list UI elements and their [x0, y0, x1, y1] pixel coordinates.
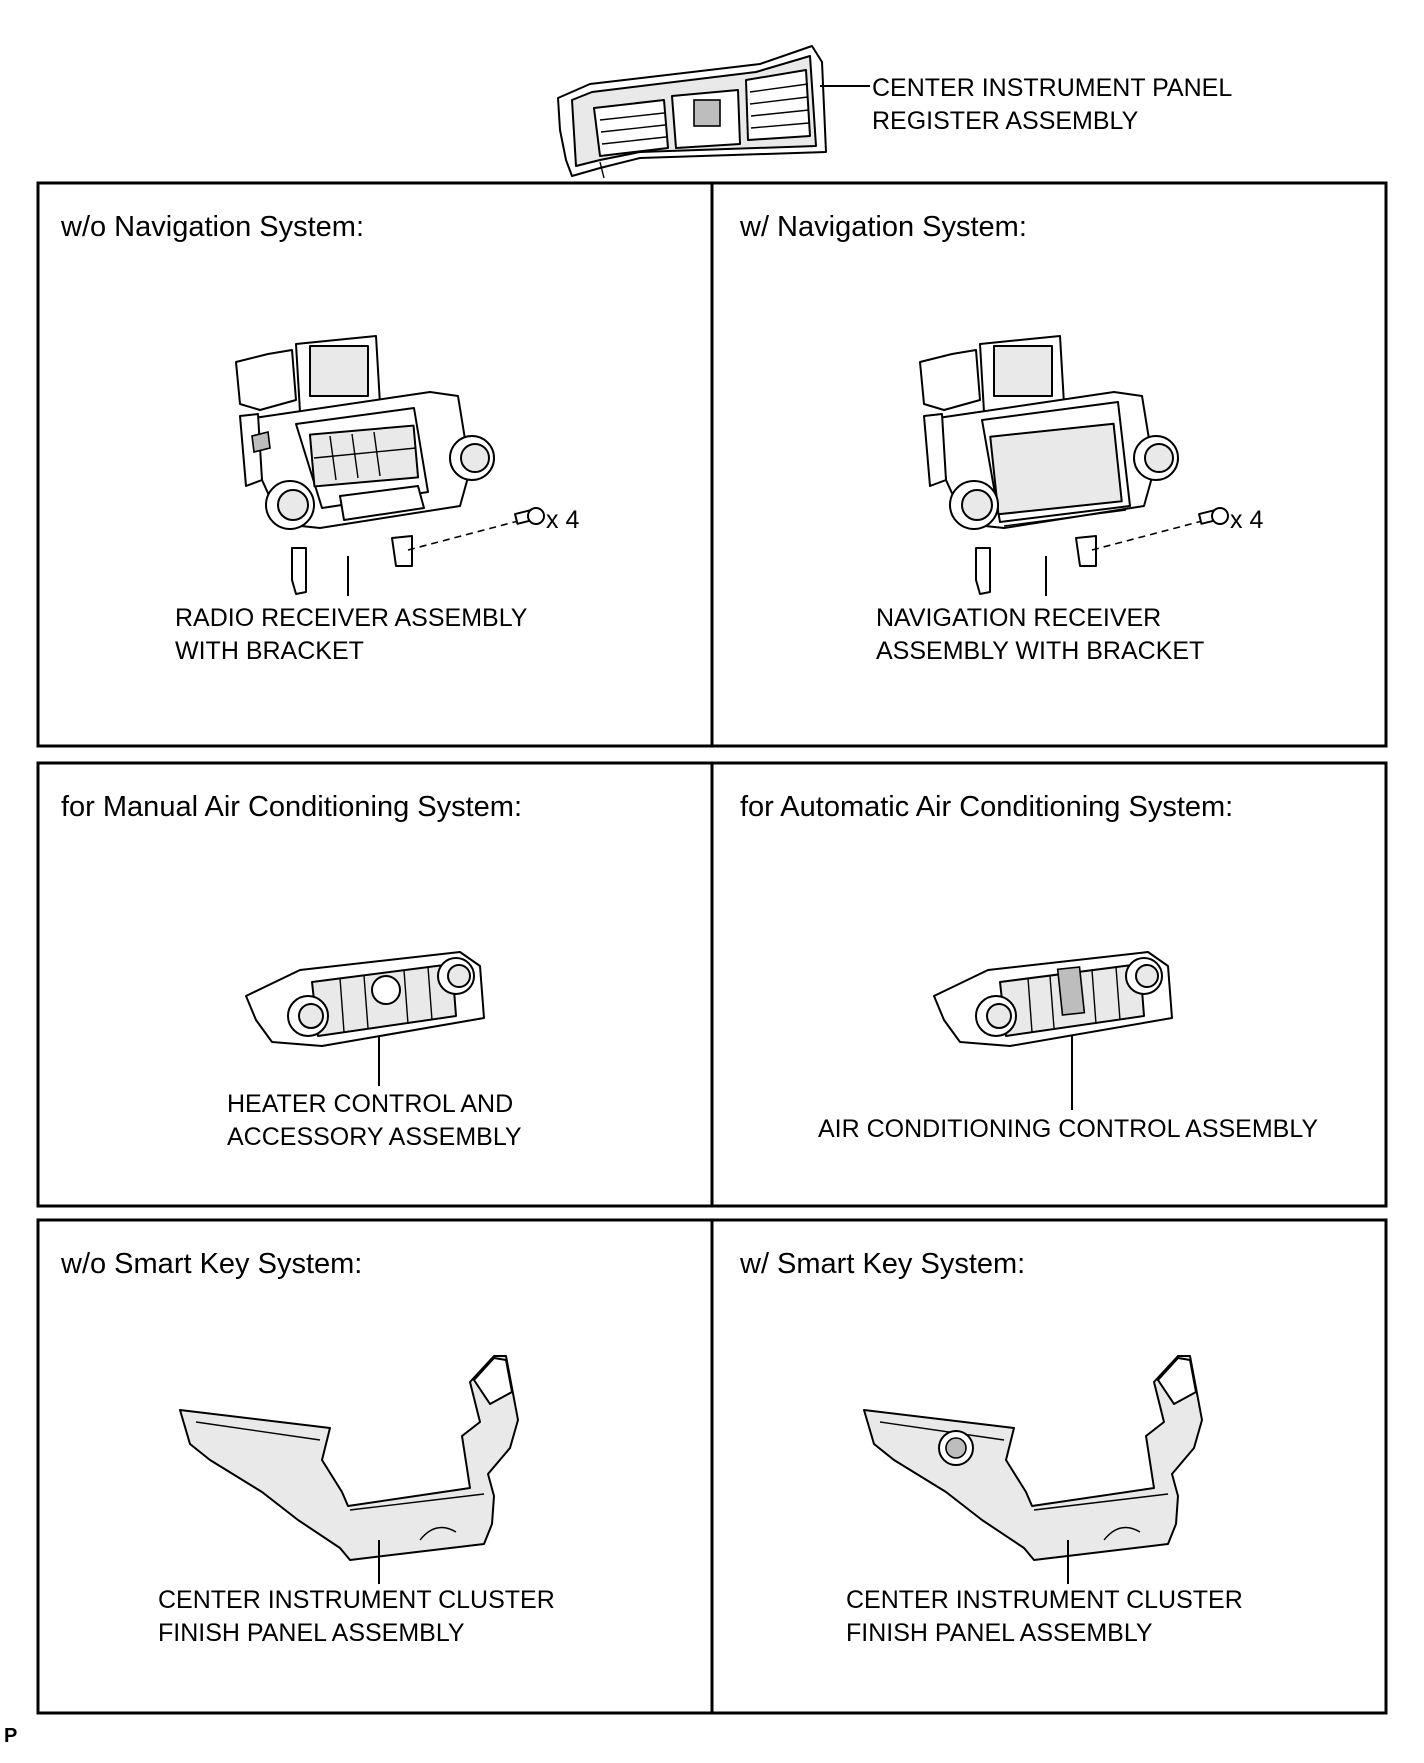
finish-panel-label-1: CENTER INSTRUMENT CLUSTER	[846, 1586, 1243, 1614]
bolt-quantity: x 4	[546, 506, 579, 534]
finish-panel-illustration	[863, 1355, 1203, 1561]
navigation-receiver-label-2: ASSEMBLY WITH BRACKET	[876, 637, 1204, 665]
panel-heading-manual-ac: for Manual Air Conditioning System:	[61, 791, 522, 823]
radio-receiver-label-2: WITH BRACKET	[175, 637, 364, 665]
corner-mark: P	[4, 1725, 17, 1747]
bolt-icon	[1198, 507, 1229, 525]
panel-heading-smart-key: w/ Smart Key System:	[739, 1248, 1025, 1280]
finish-panel-label-2: FINISH PANEL ASSEMBLY	[158, 1619, 465, 1647]
panel-heading-no-smart-key: w/o Smart Key System:	[60, 1248, 362, 1280]
radio-receiver-label-1: RADIO RECEIVER ASSEMBLY	[175, 604, 528, 632]
finish-panel-label-2: FINISH PANEL ASSEMBLY	[846, 1619, 1153, 1647]
top-part-label-1: CENTER INSTRUMENT PANEL	[872, 74, 1232, 102]
radio-receiver-illustration	[235, 335, 495, 595]
air-conditioning-control-illustration	[933, 951, 1173, 1047]
panel-heading-automatic-ac: for Automatic Air Conditioning System:	[740, 791, 1233, 823]
navigation-receiver-illustration	[919, 335, 1179, 595]
bolt-quantity: x 4	[1230, 506, 1263, 534]
heater-control-label-2: ACCESSORY ASSEMBLY	[227, 1123, 522, 1151]
panel-heading-no-navigation: w/o Navigation System:	[60, 211, 364, 243]
top-part-label-2: REGISTER ASSEMBLY	[872, 107, 1139, 135]
panel-heading-navigation: w/ Navigation System:	[739, 211, 1027, 243]
finish-panel-illustration	[179, 1355, 519, 1561]
bolt-icon	[514, 507, 545, 525]
heater-control-illustration	[245, 951, 485, 1047]
finish-panel-label-1: CENTER INSTRUMENT CLUSTER	[158, 1586, 555, 1614]
navigation-receiver-label-1: NAVIGATION RECEIVER	[876, 604, 1161, 632]
heater-control-label-1: HEATER CONTROL AND	[227, 1090, 513, 1118]
center-register-illustration	[557, 45, 827, 179]
air-conditioning-control-label: AIR CONDITIONING CONTROL ASSEMBLY	[818, 1115, 1318, 1143]
